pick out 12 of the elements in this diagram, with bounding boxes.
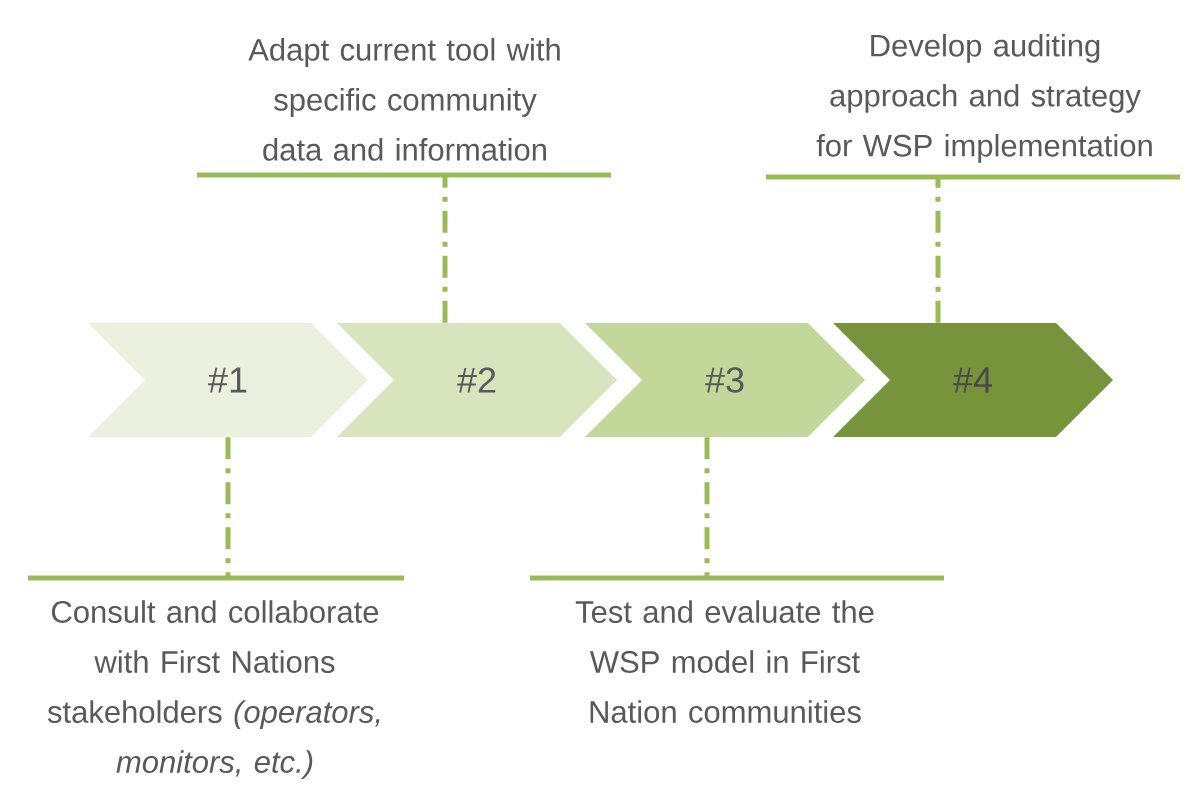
- step-description: Consult and collaborate with First Nations stakeholders (operators, monitors, etc.): [28, 575, 404, 780]
- dash-dot-connector: [442, 175, 448, 323]
- chevron-step: #3: [585, 323, 865, 437]
- step-description: Develop auditing approach and strategy for WSP implementation: [766, 33, 1180, 180]
- dash-dot-connector: [704, 437, 710, 578]
- step-description: Test and evaluate the WSP model in First Nation communities: [530, 575, 944, 723]
- step-description: Adapt current tool with specific community data and information: [197, 38, 611, 178]
- chevron-step: #4: [833, 323, 1113, 437]
- dash-dot-connector: [935, 177, 941, 323]
- dash-dot-connector: [225, 437, 231, 578]
- chevron-step: #1: [88, 323, 368, 437]
- chevron-step: #2: [337, 323, 617, 437]
